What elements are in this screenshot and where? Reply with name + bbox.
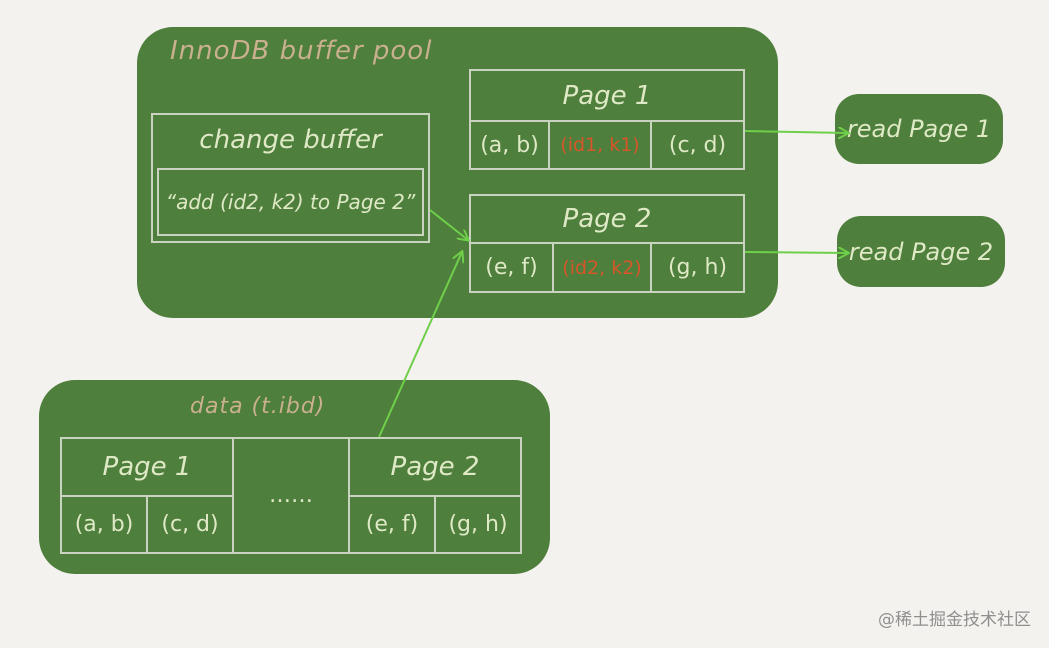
change-buffer-entry-box <box>157 168 424 236</box>
arrow-page1-to-read <box>744 131 848 133</box>
pool-page1-cell-cd: (c, d) <box>650 120 745 170</box>
data-page2-cell-gh: (g, h) <box>434 495 522 554</box>
arrow-changebuffer-to-page2 <box>429 209 468 240</box>
arrow-disk-to-page2 <box>378 252 462 438</box>
buffer-pool-panel <box>137 27 778 318</box>
buffer-pool-title: InnoDB buffer pool <box>170 36 433 66</box>
pool-page2-cell-ef: (e, f) <box>469 242 554 293</box>
data-file-panel <box>39 380 550 574</box>
watermark: @稀土掘金技术社区 <box>878 610 1031 630</box>
read-page2-pill: read Page 2 <box>837 216 1005 287</box>
change-buffer-box <box>151 113 430 243</box>
change-buffer-title: change buffer <box>199 125 382 155</box>
data-page1-cell-ab: (a, b) <box>60 495 148 554</box>
pool-page2-cell-gh: (g, h) <box>650 242 745 293</box>
change-buffer-entry: “add (id2, k2) to Page 2” <box>165 190 416 214</box>
arrow-page2-to-read <box>744 252 848 253</box>
data-file-title: data (t.ibd) <box>190 394 326 419</box>
read-page1-pill: read Page 1 <box>835 94 1003 164</box>
